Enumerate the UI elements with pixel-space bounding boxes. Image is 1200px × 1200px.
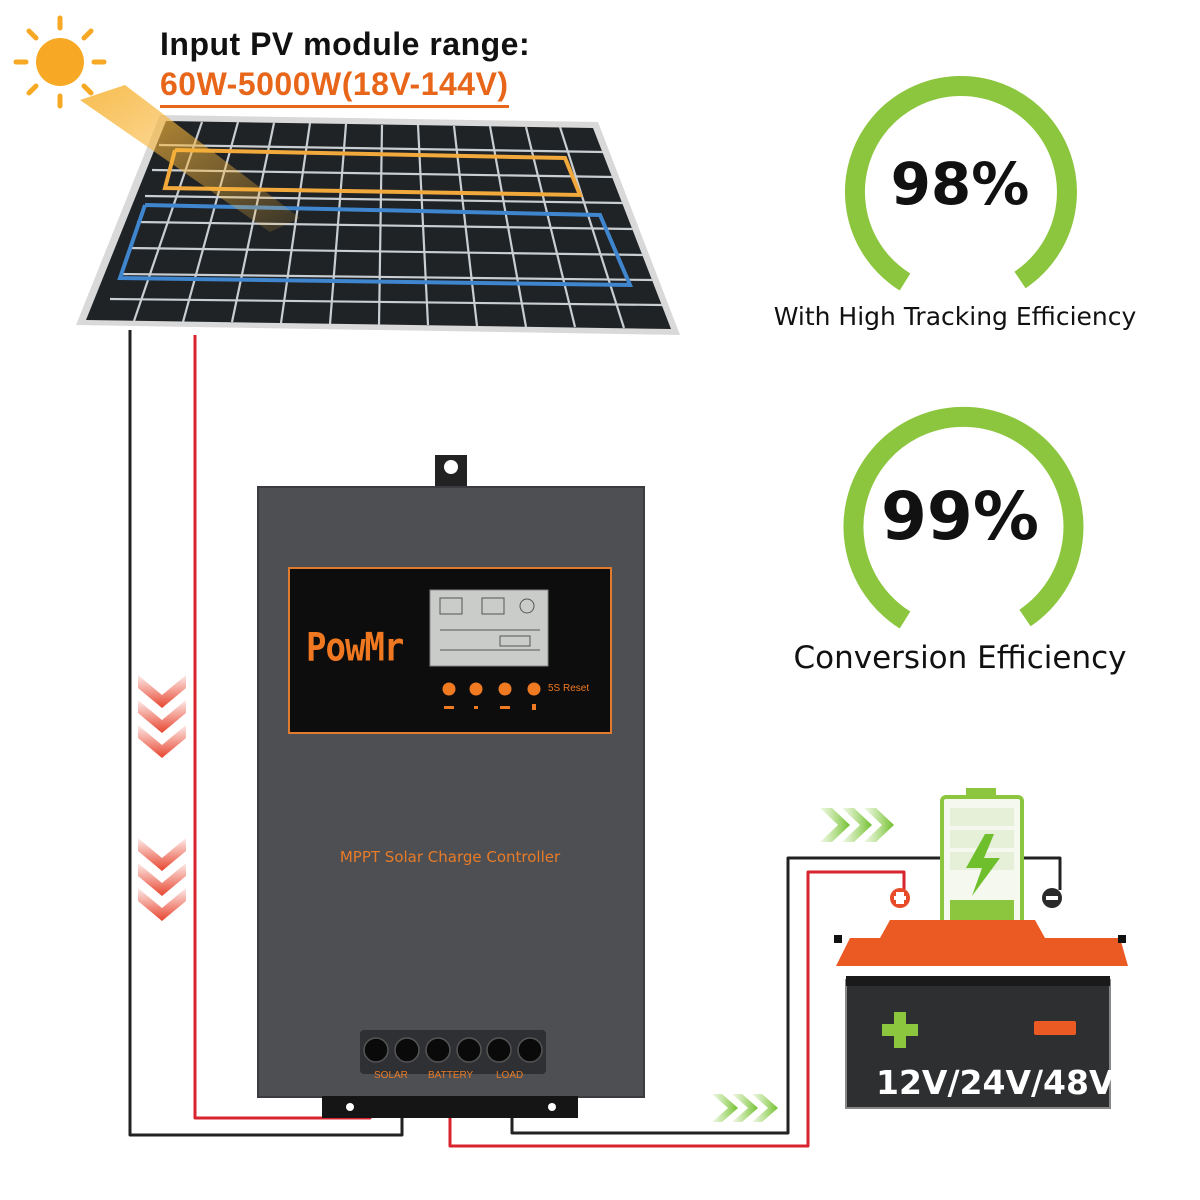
efficiency-value-conversion: 99% (881, 478, 1039, 555)
reset-label: 5S Reset (548, 683, 590, 694)
solar-panel (76, 85, 680, 335)
efficiency-caption-tracking: With High Tracking Efficiency (773, 302, 1137, 331)
controller-name: MPPT Solar Charge Controller (339, 848, 561, 866)
terminal-label-solar: SOLAR (374, 1070, 408, 1081)
pv-input-range: 60W-5000W(18V-144V) (160, 66, 509, 108)
battery (834, 888, 1128, 1109)
flow-arrows-icon (138, 675, 186, 921)
brand-logo: PowMr (306, 625, 404, 671)
efficiency-ring-98 (844, 75, 1077, 291)
efficiency-ring-99 (843, 406, 1084, 629)
terminal-label-battery: BATTERY (428, 1070, 474, 1081)
efficiency-value-tracking: 98% (890, 150, 1030, 218)
charge-controller (257, 455, 645, 1118)
battery-voltage-label: 12V/24V/48V (876, 1063, 1115, 1102)
sun-icon (13, 15, 107, 109)
battery-charge-icon (940, 788, 1024, 931)
pv-input-title: Input PV module range: (160, 26, 531, 62)
terminal-label-load: LOAD (496, 1070, 524, 1081)
efficiency-caption-conversion: Conversion Efficiency (793, 640, 1127, 676)
